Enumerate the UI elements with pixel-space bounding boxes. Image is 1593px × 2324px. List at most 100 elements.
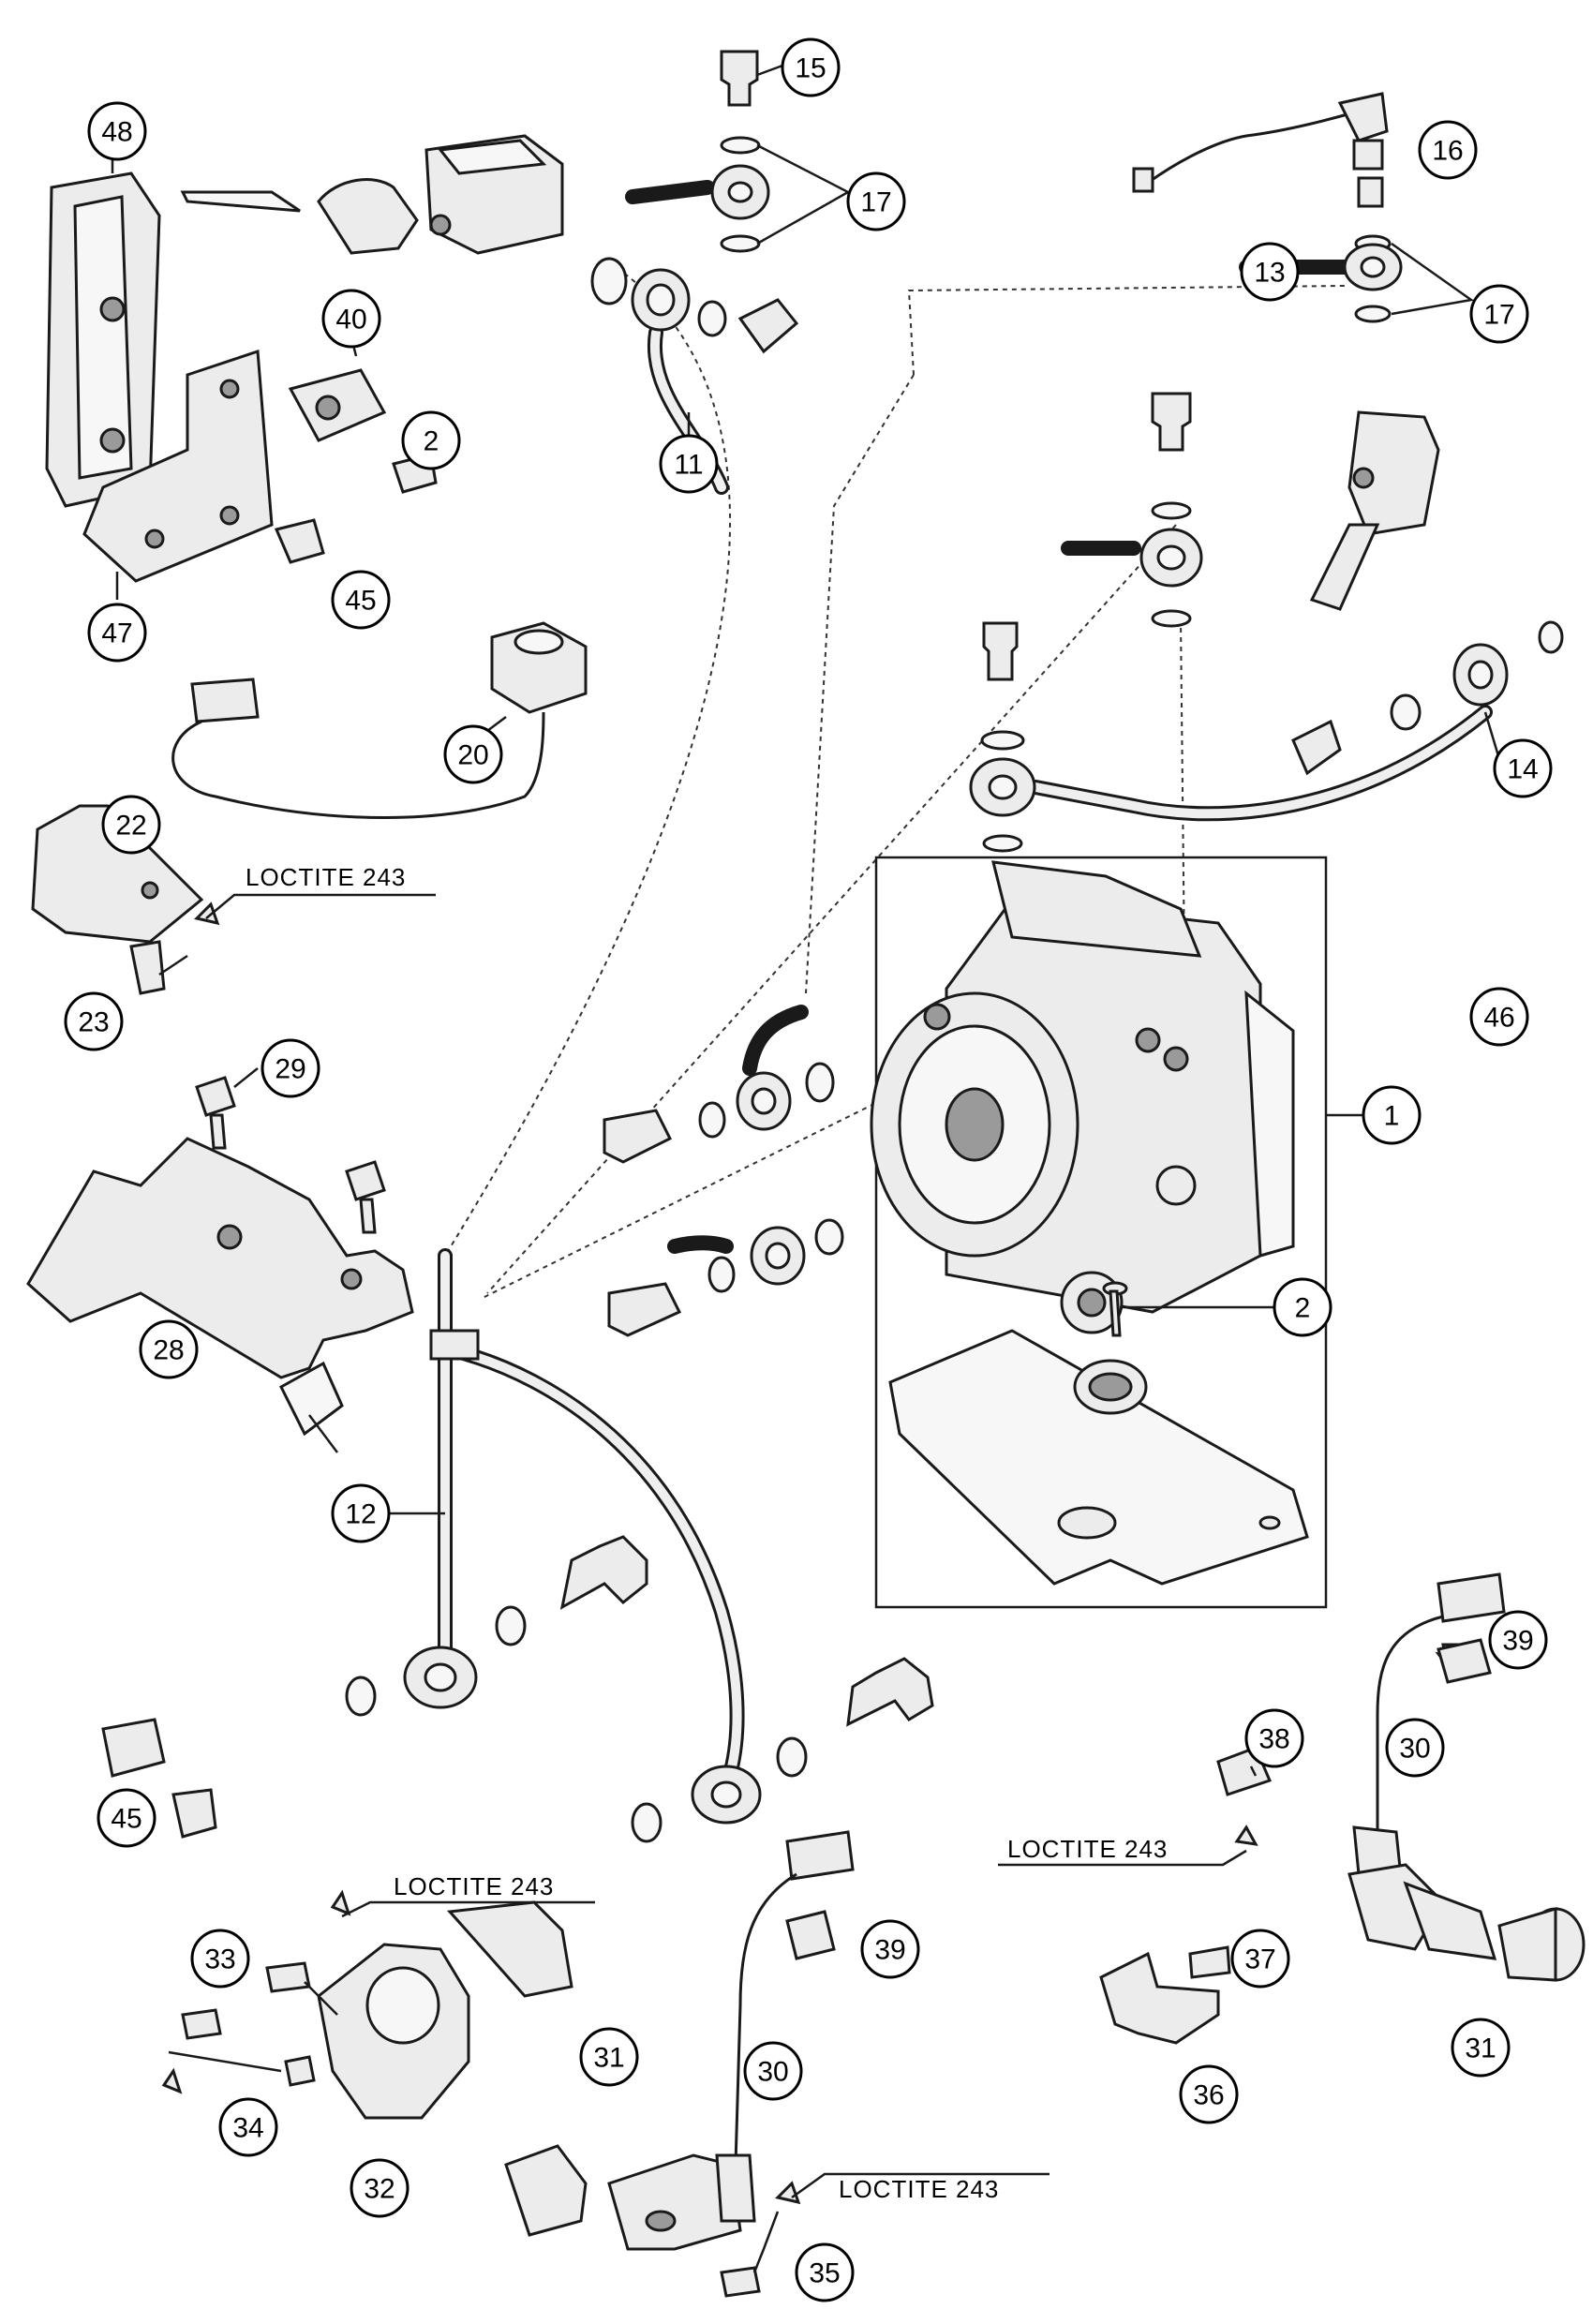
callout-39: 39: [860, 1919, 920, 1979]
callout-number: 29: [275, 1054, 305, 1085]
callout-circle: [64, 991, 124, 1051]
callout-circle: [743, 2041, 803, 2101]
callout-36: 36: [1179, 2064, 1239, 2124]
callout-circle: [321, 289, 381, 349]
callout-number: 36: [1193, 2080, 1224, 2111]
loctite-note: LOCTITE 243: [246, 863, 406, 891]
callout-31: 31: [579, 2027, 639, 2087]
callout-circle: [1469, 987, 1529, 1047]
loctite-note: LOCTITE 243: [394, 1872, 554, 1900]
callout-37: 37: [1230, 1929, 1290, 1989]
callout-28: 28: [139, 1319, 199, 1379]
callout-number: 33: [204, 1944, 235, 1975]
callout-number: 39: [1502, 1626, 1533, 1657]
callout-2: 2: [1273, 1277, 1332, 1337]
callout-circle: [846, 171, 906, 231]
callout-number: 28: [153, 1335, 184, 1366]
callout-number: 17: [1483, 300, 1514, 331]
callout-circle: [218, 2097, 278, 2157]
callout-circle: [579, 2027, 639, 2087]
callout-number: 31: [593, 2043, 624, 2074]
callout-number: 39: [874, 1935, 905, 1966]
callout-circle: [795, 2242, 855, 2302]
callout-number: 46: [1483, 1003, 1514, 1034]
callout-number: 20: [457, 740, 488, 771]
callout-circle: [860, 1919, 920, 1979]
callout-number: 47: [101, 618, 132, 649]
callout-15: 15: [781, 37, 841, 97]
callout-circle: [1273, 1277, 1332, 1337]
loctite-note: LOCTITE 243: [1007, 1835, 1168, 1863]
callout-number: 15: [795, 53, 826, 84]
callout-circle: [1240, 242, 1300, 302]
front-wheel-speed-sensor: [607, 1830, 1050, 2298]
callout-circle: [401, 410, 461, 470]
callout-number: 2: [1295, 1293, 1311, 1324]
callout-circle: [331, 570, 391, 630]
callout-17: 17: [846, 171, 906, 231]
clip-45-lower: [101, 1718, 217, 1839]
callout-33: 33: [190, 1929, 250, 1989]
sensor-wedge-22: [31, 804, 436, 995]
callout-23: 23: [64, 991, 124, 1051]
callout-circle: [1385, 1718, 1445, 1778]
callout-17: 17: [1469, 284, 1529, 344]
sensor-20: [171, 621, 588, 819]
callout-circle: [331, 1483, 391, 1543]
callout-circle: [781, 37, 841, 97]
abs-inlet-banjo-set: [1061, 392, 1203, 628]
callout-number: 13: [1254, 258, 1285, 289]
master-cylinder-guard: [45, 150, 274, 600]
callout-35: 35: [795, 2242, 855, 2302]
callout-number: 14: [1507, 754, 1538, 785]
callout-circle: [1418, 120, 1478, 180]
mount-bracket-28: [26, 1067, 414, 1453]
callout-circle: [1179, 2064, 1239, 2124]
callout-number: 17: [860, 187, 891, 218]
callout-20: 20: [443, 724, 503, 784]
callout-circle: [87, 101, 147, 161]
callout-number: 12: [345, 1499, 376, 1530]
callout-circle: [659, 434, 719, 494]
callout-number: 35: [809, 2258, 840, 2289]
callout-circle: [443, 724, 503, 784]
callout-number: 2: [424, 426, 439, 457]
callout-39: 39: [1488, 1610, 1548, 1670]
abs-mount-screw: [1102, 1281, 1279, 1337]
callout-45: 45: [331, 570, 391, 630]
lower-mid-banjo-set: [631, 1657, 934, 1843]
front-brake-caliper: [161, 1889, 595, 2237]
callout-number: 23: [78, 1007, 109, 1038]
front-brake-master-cylinder: [180, 134, 564, 255]
callout-12: 12: [331, 1483, 391, 1543]
callout-30: 30: [743, 2041, 803, 2101]
callout-number: 31: [1465, 2034, 1496, 2064]
callout-34: 34: [218, 2097, 278, 2157]
callout-31: 31: [1451, 2018, 1511, 2078]
banjo-bolt-15-assembly: [625, 50, 851, 253]
callout-14: 14: [1493, 738, 1553, 798]
callout-2: 2: [401, 410, 461, 470]
callout-48: 48: [87, 101, 147, 161]
callout-46: 46: [1469, 987, 1529, 1047]
callout-number: 40: [335, 305, 366, 335]
brake-line-12: [384, 1248, 745, 1779]
callout-45: 45: [97, 1788, 156, 1848]
callout-circle: [1362, 1085, 1422, 1145]
abs-hydraulic-unit: [870, 856, 1368, 1609]
callout-40: 40: [321, 289, 381, 349]
lower-left-banjo-set: [345, 1535, 648, 1717]
callout-circle: [1469, 284, 1529, 344]
callout-29: 29: [261, 1038, 320, 1098]
callout-16: 16: [1418, 120, 1478, 180]
callout-circle: [139, 1319, 199, 1379]
callout-32: 32: [350, 2158, 409, 2218]
callout-circle: [1493, 738, 1553, 798]
clip-39-right: [1437, 1638, 1492, 1684]
callout-circle: [261, 1038, 320, 1098]
callout-number: 37: [1244, 1944, 1275, 1975]
callout-circle: [190, 1929, 250, 1989]
callout-number: 22: [115, 811, 146, 842]
